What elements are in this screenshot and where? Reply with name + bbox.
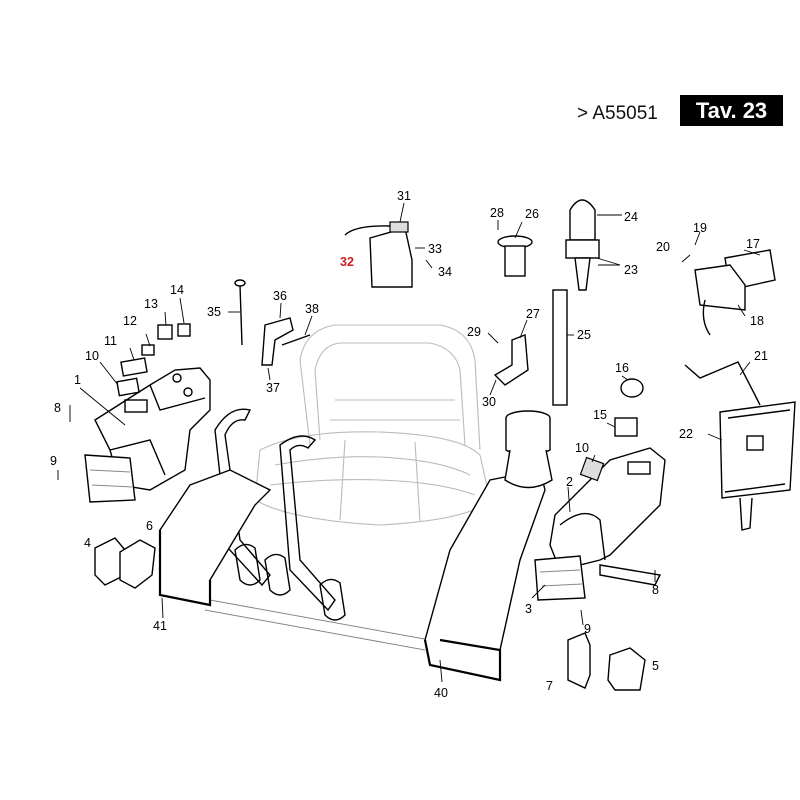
callout-35: 35	[207, 305, 221, 319]
callout-18: 18	[750, 314, 764, 328]
callout-12: 12	[123, 314, 137, 328]
callout-11: 11	[104, 334, 117, 348]
leader-lines	[57, 202, 761, 683]
callout-38: 38	[305, 302, 319, 316]
callout-41: 41	[153, 619, 167, 633]
part-21-22-mirror	[684, 361, 796, 531]
callout-5: 5	[652, 659, 659, 673]
part-3-work-light-right	[534, 555, 586, 601]
part-41-left-side-panel	[158, 469, 272, 607]
callout-37: 37	[266, 381, 280, 395]
callout-29: 29	[467, 325, 481, 339]
callout-13: 13	[144, 297, 158, 311]
callout-33: 33	[428, 242, 442, 256]
callout-23: 23	[624, 263, 638, 277]
part-40-right-side-panel	[423, 469, 546, 682]
callout-8-left: 8	[54, 401, 61, 415]
part-27-pole-bracket	[493, 334, 529, 386]
part-17-18-switch-box	[694, 249, 776, 336]
work-light-left	[84, 454, 136, 503]
part-25-pole	[552, 289, 568, 406]
callout-25: 25	[577, 328, 591, 342]
callout-34: 34	[438, 265, 452, 279]
part-5-7-brackets-right	[567, 632, 646, 691]
callout-17: 17	[746, 237, 760, 251]
callout-22: 22	[679, 427, 693, 441]
callout-10-right: 10	[575, 441, 589, 455]
part-26-beacon-base	[497, 235, 533, 277]
small-parts-switches	[116, 323, 644, 482]
callout-26: 26	[525, 207, 539, 221]
callout-28: 28	[490, 206, 504, 220]
callout-32: 32	[340, 255, 354, 269]
callout-2: 2	[566, 475, 573, 489]
callout-1: 1	[74, 373, 81, 387]
callout-19: 19	[693, 221, 707, 235]
callout-16: 16	[615, 361, 629, 375]
callout-14: 14	[170, 283, 184, 297]
table-number-badge: Tav. 23	[680, 95, 783, 126]
callout-40: 40	[434, 686, 448, 700]
seat-outline	[204, 324, 491, 651]
callout-27: 27	[526, 307, 540, 321]
part-24-beacon-light	[565, 199, 600, 291]
callout-15: 15	[593, 408, 607, 422]
callout-8-right: 8	[652, 583, 659, 597]
parts-35-38-linkage	[234, 279, 311, 366]
reservoir-tank	[504, 410, 553, 489]
drawing-code: > A55051	[577, 103, 658, 124]
callout-3: 3	[525, 602, 532, 616]
callout-24: 24	[624, 210, 638, 224]
callout-31: 31	[397, 189, 411, 203]
diagram-header: > A55051 Tav. 23	[0, 0, 800, 140]
part-32-cover-plate	[344, 221, 413, 288]
callout-10-left: 10	[85, 349, 99, 363]
callout-30: 30	[482, 395, 496, 409]
callout-9-right: 9	[584, 622, 591, 636]
callout-labels: 1 2 3 4 5 6 7 8 8 9 9 10 10 11 12 13 14 …	[50, 189, 768, 700]
callout-7: 7	[546, 679, 553, 693]
callout-21: 21	[754, 349, 768, 363]
callout-6: 6	[146, 519, 153, 533]
part-4-6-light-brackets	[94, 537, 156, 589]
callout-4: 4	[84, 536, 91, 550]
part-2-right-console	[549, 447, 666, 586]
callout-9-left: 9	[50, 454, 57, 468]
callout-36: 36	[273, 289, 287, 303]
callout-20: 20	[656, 240, 670, 254]
